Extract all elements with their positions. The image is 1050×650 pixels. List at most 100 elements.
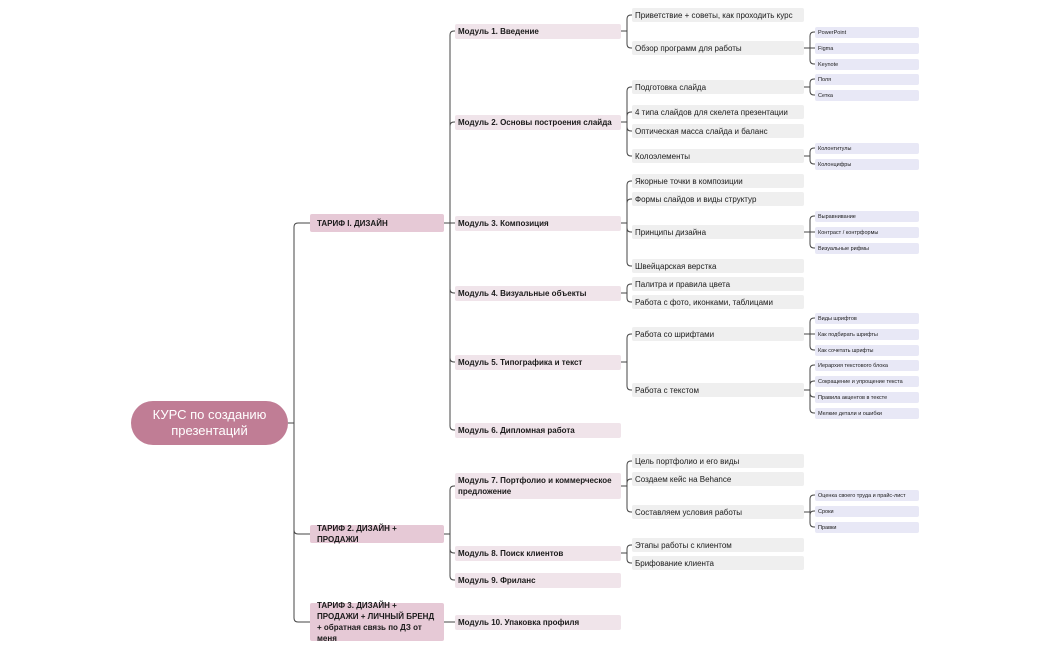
connector-line: [809, 90, 815, 96]
connector-line: [626, 558, 632, 564]
topic-node[interactable]: Приветствие + советы, как проходить курс: [632, 8, 804, 22]
connector-line: [626, 43, 632, 49]
module-2-node[interactable]: Модуль 2. Основы построения слайда: [455, 115, 621, 130]
module-7-node[interactable]: Модуль 7. Портфолио и коммерческое предл…: [455, 473, 621, 499]
connector-line: [449, 575, 455, 581]
tariff-1-node[interactable]: ТАРИФ I. ДИЗАЙН: [310, 214, 444, 232]
connector-line: [809, 345, 815, 351]
topic-node[interactable]: Подготовка слайда: [632, 80, 804, 94]
subtopic-node[interactable]: Как подбирать шрифты: [815, 329, 919, 340]
module-4-node[interactable]: Модуль 4. Визуальные объекты: [455, 286, 621, 301]
module-10-node[interactable]: Модуль 10. Упаковка профиля: [455, 615, 621, 630]
connector-line: [626, 261, 632, 267]
subtopic-node[interactable]: Figma: [815, 43, 919, 54]
connector-line: [449, 548, 455, 554]
topic-node[interactable]: Колоэлементы: [632, 149, 804, 163]
subtopic-node[interactable]: Выравнивание: [815, 211, 919, 222]
topic-node[interactable]: Работа с фото, иконками, таблицами: [632, 295, 804, 309]
module-9-node[interactable]: Модуль 9. Фриланс: [455, 573, 621, 588]
topic-node[interactable]: Оптическая масса слайда и баланс: [632, 124, 804, 138]
topic-node[interactable]: Создаем кейс на Behance: [632, 472, 804, 486]
subtopic-node[interactable]: Колонтитулы: [815, 143, 919, 154]
tariff-3-node[interactable]: ТАРИФ 3. ДИЗАЙН + ПРОДАЖИ + ЛИЧНЫЙ БРЕНД…: [310, 601, 444, 643]
topic-node[interactable]: 4 типа слайдов для скелета презентации: [632, 105, 804, 119]
connector-line: [626, 507, 632, 513]
connector-line: [449, 357, 455, 363]
root-node-course[interactable]: КУРС по созданию презентаций: [131, 401, 288, 445]
connector-line: [449, 30, 455, 36]
subtopic-node[interactable]: Оценка своего труда и прайс-лист: [815, 490, 919, 501]
connector-line: [626, 151, 632, 157]
module-8-node[interactable]: Модуль 8. Поиск клиентов: [455, 546, 621, 561]
connector-line: [809, 215, 815, 221]
connector-line: [626, 180, 632, 186]
connector-line: [626, 544, 632, 550]
topic-node[interactable]: Работа с текстом: [632, 383, 804, 397]
connector-line: [809, 392, 815, 398]
connector-line: [809, 510, 815, 516]
connector-line: [809, 243, 815, 249]
subtopic-node[interactable]: Контраст / контрформы: [815, 227, 919, 238]
topic-node[interactable]: Работа со шрифтами: [632, 327, 804, 341]
subtopic-node[interactable]: Иерархия текстового блока: [815, 360, 919, 371]
module-3-node[interactable]: Модуль 3. Композиция: [455, 216, 621, 231]
topic-node[interactable]: Цель портфолио и его виды: [632, 454, 804, 468]
connector-line: [626, 126, 632, 132]
connector-line: [809, 494, 815, 500]
connector-line: [809, 317, 815, 323]
connector-line: [449, 288, 455, 294]
topic-node[interactable]: Якорные точки в композиции: [632, 174, 804, 188]
connector-line: [293, 529, 310, 535]
topic-node[interactable]: Составляем условия работы: [632, 505, 804, 519]
subtopic-node[interactable]: Виды шрифтов: [815, 313, 919, 324]
module-1-node[interactable]: Модуль 1. Введение: [455, 24, 621, 39]
subtopic-node[interactable]: Визуальные рифмы: [815, 243, 919, 254]
connector-line: [626, 86, 632, 92]
connector-line: [809, 380, 815, 386]
connector-line: [626, 478, 632, 484]
connector-line: [809, 408, 815, 414]
connector-line: [809, 31, 815, 37]
topic-node[interactable]: Брифование клиента: [632, 556, 804, 570]
connector-line: [809, 78, 815, 84]
tariff-2-node[interactable]: ТАРИФ 2. ДИЗАЙН + ПРОДАЖИ: [310, 524, 444, 544]
topic-node[interactable]: Принципы дизайна: [632, 225, 804, 239]
connector-line: [293, 617, 310, 623]
topic-node[interactable]: Этапы работы с клиентом: [632, 538, 804, 552]
connector-line: [293, 222, 310, 228]
subtopic-node[interactable]: Сроки: [815, 506, 919, 517]
connector-line: [449, 425, 455, 431]
subtopic-node[interactable]: Как сочетать шрифты: [815, 345, 919, 356]
connector-line: [449, 485, 455, 491]
module-5-node[interactable]: Модуль 5. Типографика и текст: [455, 355, 621, 370]
connector-line: [626, 283, 632, 289]
connector-line: [809, 159, 815, 165]
subtopic-node[interactable]: Сетка: [815, 90, 919, 101]
subtopic-node[interactable]: Правила акцентов в тексте: [815, 392, 919, 403]
connector-line: [809, 59, 815, 65]
connector-line: [626, 297, 632, 303]
connector-line: [626, 385, 632, 391]
subtopic-node[interactable]: Поля: [815, 74, 919, 85]
connector-line: [626, 111, 632, 117]
subtopic-node[interactable]: Keynote: [815, 59, 919, 70]
connector-line: [626, 14, 632, 20]
topic-node[interactable]: Палитра и правила цвета: [632, 277, 804, 291]
subtopic-node[interactable]: Колонцифры: [815, 159, 919, 170]
connector-line: [809, 522, 815, 528]
topic-node[interactable]: Обзор программ для работы: [632, 41, 804, 55]
topic-node[interactable]: Швейцарская верстка: [632, 259, 804, 273]
connector-line: [626, 460, 632, 466]
connector-line: [626, 198, 632, 204]
subtopic-node[interactable]: Сокращение и упрощение текста: [815, 376, 919, 387]
subtopic-node[interactable]: Мелкие детали и ошибки: [815, 408, 919, 419]
connector-line: [626, 227, 632, 233]
connector-line: [809, 147, 815, 153]
module-6-node[interactable]: Модуль 6. Дипломная работа: [455, 423, 621, 438]
topic-node[interactable]: Формы слайдов и виды структур: [632, 192, 804, 206]
connector-line: [449, 121, 455, 127]
subtopic-node[interactable]: Правки: [815, 522, 919, 533]
connector-line: [809, 364, 815, 370]
subtopic-node[interactable]: PowerPoint: [815, 27, 919, 38]
